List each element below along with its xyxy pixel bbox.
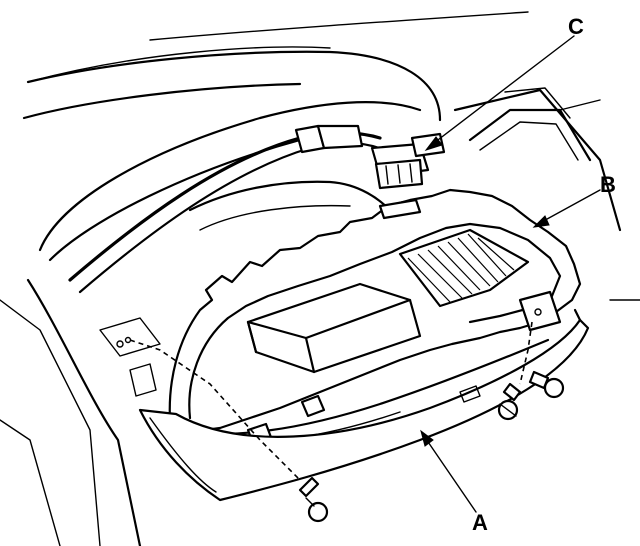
- gauge-assembly: [168, 188, 582, 466]
- wire-harness: [68, 124, 392, 294]
- callout-a: A: [472, 510, 488, 535]
- meter-lens-hatching: [398, 228, 530, 308]
- screw-right-lower: [497, 382, 522, 421]
- callout-labels: C B A: [472, 14, 616, 535]
- callout-c: C: [568, 14, 584, 39]
- callout-b: B: [600, 172, 616, 197]
- screw-bottom: [298, 476, 329, 523]
- leader-lines: [420, 35, 601, 513]
- screws: [129, 321, 565, 523]
- screw-right-upper: [528, 370, 565, 399]
- lower-panel-a: [138, 318, 590, 502]
